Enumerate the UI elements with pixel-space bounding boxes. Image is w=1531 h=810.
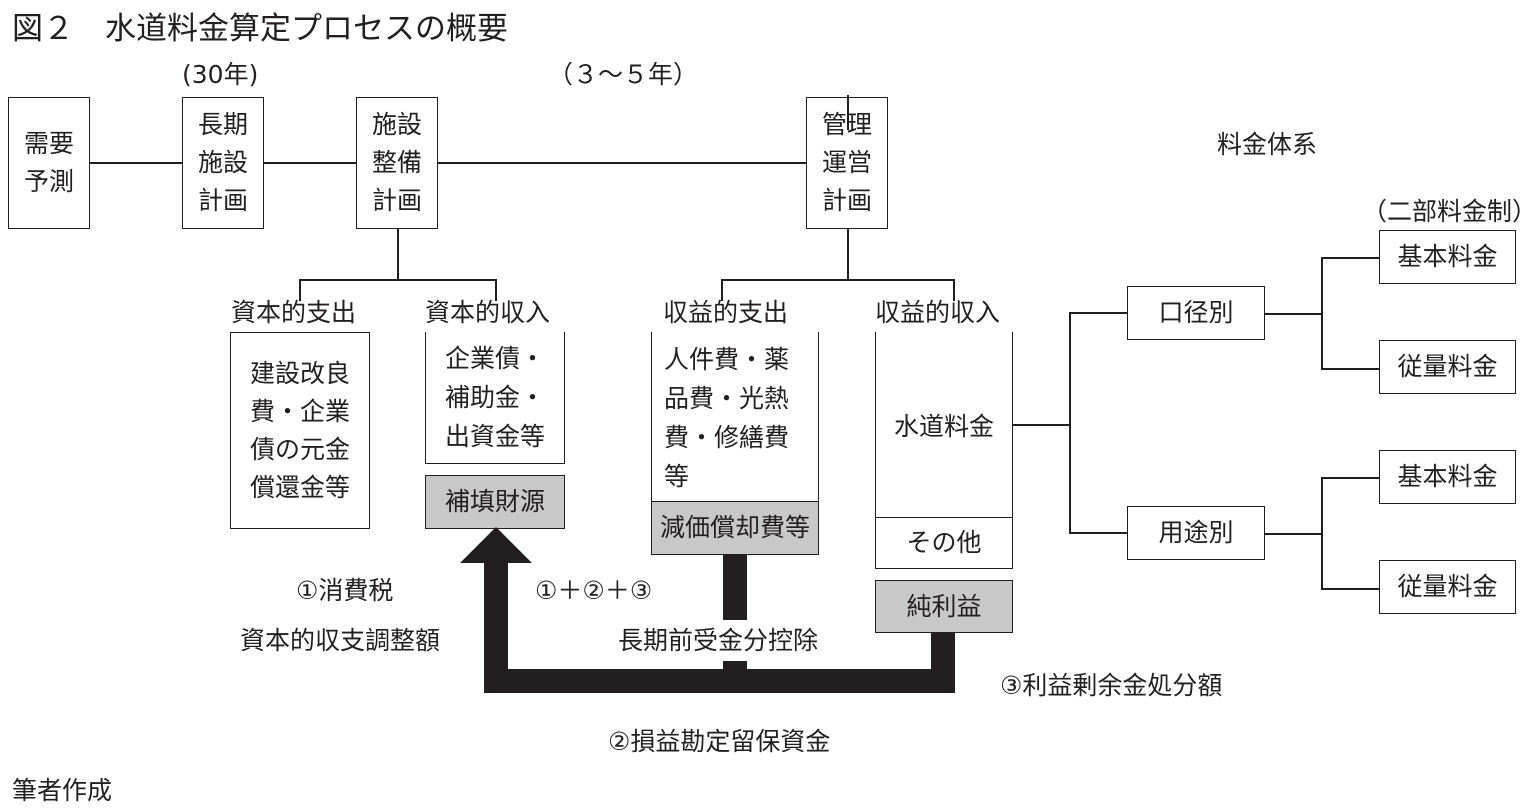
demand-forecast-line-1: 需要 <box>23 129 74 158</box>
retained-funds-label: ②損益勘定留保資金 <box>608 727 831 756</box>
long-term-plan-line-1: 長期 <box>197 110 248 139</box>
depreciation-box: 減価償却費等 <box>651 501 819 555</box>
long-term-facility-plan-box: 長期 施設 計画 <box>182 97 264 229</box>
diameter-basic-fee-box: 基本料金 <box>1379 230 1516 284</box>
by-use-label: 用途別 <box>1158 518 1234 547</box>
capital-expenditure-label: 資本的支出 <box>231 298 357 327</box>
use-volume-fee-box: 従量料金 <box>1379 560 1516 614</box>
fee-split-vertical <box>1069 312 1071 533</box>
diameter-to-volume <box>1321 368 1379 370</box>
water-charge-label: 水道料金 <box>893 411 994 441</box>
use-to-basic <box>1321 477 1379 479</box>
facility-branch-bar <box>299 279 496 281</box>
by-diameter-label: 口径別 <box>1158 298 1234 327</box>
flow-depreciation-down-upper <box>723 555 747 620</box>
deduction-label: 長期前受金分控除 <box>618 626 819 655</box>
figure-title: 図２ 水道料金算定プロセスの概要 <box>12 11 508 47</box>
use-basic-fee-label: 基本料金 <box>1397 462 1498 491</box>
diameter-out-connector <box>1265 313 1322 315</box>
fee-system-title: 料金体系 <box>1217 130 1318 159</box>
capital-inc-branch <box>495 279 497 301</box>
net-profit-box: 純利益 <box>875 580 1013 633</box>
depreciation-label: 減価償却費等 <box>659 513 810 542</box>
duration-mid-term: （３～５年） <box>548 60 699 89</box>
revenue-exp-line-4: 等 <box>664 462 690 491</box>
demand-forecast-box: 需要 予測 <box>8 97 90 229</box>
use-split-vertical <box>1321 477 1323 589</box>
water-charge-box: 水道料金 <box>875 332 1013 518</box>
net-profit-label: 純利益 <box>906 591 982 621</box>
flow-bottom-bar <box>484 669 955 693</box>
two-part-tariff-label: （二部料金制） <box>1362 197 1531 226</box>
connector-facility-management <box>438 162 806 164</box>
use-to-volume <box>1321 588 1379 590</box>
management-branch-stem <box>847 229 849 279</box>
long-term-plan-line-2: 施設 <box>197 148 248 177</box>
diameter-to-basic <box>1321 257 1379 259</box>
use-basic-fee-box: 基本料金 <box>1379 450 1516 504</box>
source-note: 筆者作成 <box>12 776 113 805</box>
capital-exp-line-2: 費・企業 <box>249 396 350 426</box>
capital-income-box: 企業債・ 補助金・ 出資金等 <box>425 332 565 464</box>
capital-income-label: 資本的収入 <box>425 298 551 327</box>
capital-adjustment-label: 資本的収支調整額 <box>240 626 441 655</box>
to-diameter-connector <box>1069 312 1127 314</box>
other-income-label: その他 <box>906 528 982 557</box>
management-plan-line-3: 計画 <box>821 186 872 215</box>
management-plan-line-2: 運営 <box>821 148 872 177</box>
revenue-exp-line-2: 品費・光熱 <box>664 384 790 413</box>
revenue-exp-line-1: 人件費・薬 <box>664 345 790 374</box>
use-volume-fee-label: 従量料金 <box>1397 572 1498 601</box>
by-diameter-box: 口径別 <box>1127 286 1265 340</box>
connector-longterm-facility <box>264 162 356 164</box>
facility-maintenance-plan-box: 施設 整備 計画 <box>356 97 438 229</box>
facility-branch-stem <box>397 229 399 279</box>
facility-plan-line-2: 整備 <box>371 148 422 177</box>
surplus-disposal-label: ③利益剰余金処分額 <box>1000 671 1223 700</box>
demand-forecast-line-2: 予測 <box>23 167 74 196</box>
other-income-box: その他 <box>875 517 1013 569</box>
revenue-inc-branch <box>953 279 955 301</box>
compensation-source-box: 補填財源 <box>425 475 565 529</box>
sum-formula-label: ①＋②＋③ <box>535 576 653 605</box>
long-term-plan-line-3: 計画 <box>197 186 248 215</box>
capital-exp-line-4: 償還金等 <box>249 472 350 502</box>
water-charge-connector <box>1013 424 1070 426</box>
facility-plan-line-3: 計画 <box>371 186 422 215</box>
capital-exp-line-3: 債の元金 <box>249 434 350 464</box>
connector-demand-longterm <box>90 162 182 164</box>
management-branch-bar <box>721 279 954 281</box>
revenue-income-label: 収益的収入 <box>875 298 1001 327</box>
revenue-expenditure-box: 人件費・薬 品費・光熱 費・修繕費 等 <box>651 332 819 502</box>
capital-inc-line-2: 補助金・ <box>444 383 545 412</box>
revenue-exp-line-3: 費・修繕費 <box>664 423 790 452</box>
stray-tick-line <box>847 95 849 130</box>
diameter-basic-fee-label: 基本料金 <box>1397 242 1498 271</box>
capital-exp-line-1: 建設改良 <box>249 358 350 388</box>
compensation-source-label: 補填財源 <box>444 487 545 516</box>
capital-expenditure-box: 建設改良 費・企業 債の元金 償還金等 <box>230 332 370 529</box>
revenue-expenditure-label: 収益的支出 <box>663 298 789 327</box>
capital-inc-line-1: 企業債・ <box>444 344 545 373</box>
revenue-exp-branch <box>721 279 723 301</box>
use-out-connector <box>1265 533 1322 535</box>
flow-up-shaft <box>484 560 508 693</box>
capital-inc-line-3: 出資金等 <box>444 422 545 451</box>
diameter-volume-fee-box: 従量料金 <box>1379 340 1516 394</box>
by-use-box: 用途別 <box>1127 506 1265 560</box>
diameter-volume-fee-label: 従量料金 <box>1397 352 1498 381</box>
to-use-connector <box>1069 532 1127 534</box>
duration-long-term: (30年) <box>182 60 259 89</box>
diameter-split-vertical <box>1321 257 1323 369</box>
capital-exp-branch <box>299 279 301 301</box>
facility-plan-line-1: 施設 <box>371 110 422 139</box>
consumption-tax-label: ①消費税 <box>296 576 394 605</box>
management-plan-line-1: 管理 <box>821 110 872 139</box>
arrow-up-icon <box>460 527 532 563</box>
